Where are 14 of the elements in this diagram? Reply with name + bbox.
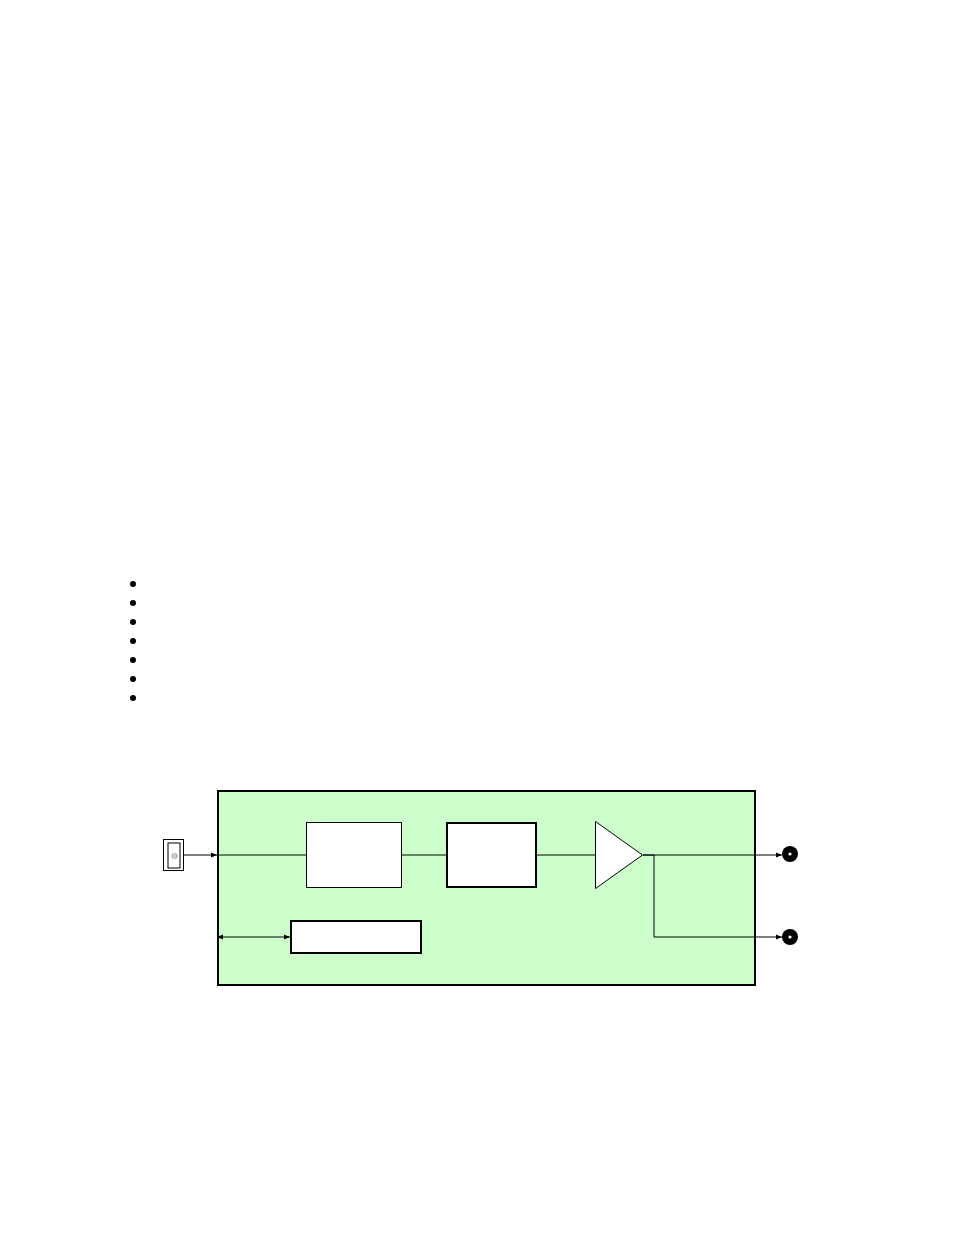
- block-box: [306, 822, 402, 888]
- input-connector: [163, 839, 184, 871]
- block-box: [446, 822, 537, 888]
- arrow: [642, 854, 783, 940]
- output-terminal: [782, 846, 798, 862]
- signal-line: [216, 854, 307, 856]
- output-terminal: [782, 929, 798, 945]
- arrow: [216, 934, 291, 940]
- signal-line: [536, 854, 596, 856]
- block-box: [290, 920, 422, 954]
- amplifier-triangle: [595, 821, 643, 889]
- arrow: [183, 852, 218, 858]
- signal-line: [401, 854, 447, 856]
- module-panel: [217, 790, 756, 986]
